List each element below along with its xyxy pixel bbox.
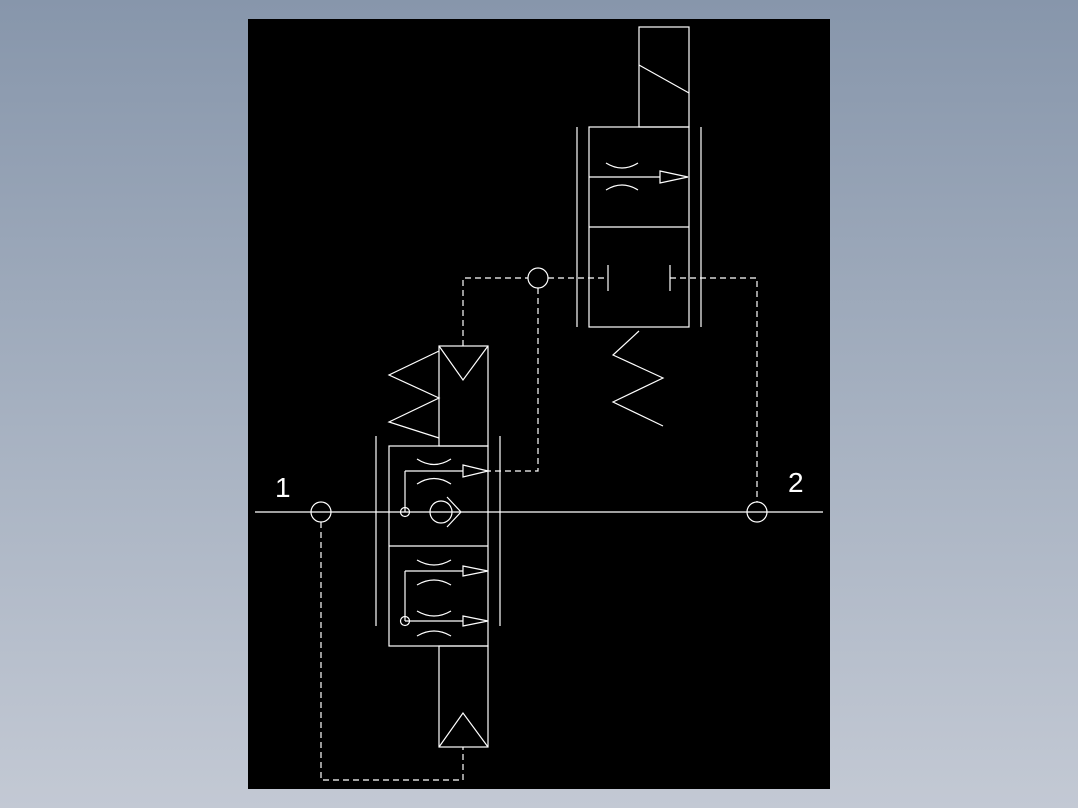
drawing-viewport: 1 2 <box>248 19 830 789</box>
arrow-head-lower <box>462 615 489 627</box>
orifice-lower-arc-top <box>416 610 452 617</box>
junction-dot-lower <box>399 615 411 627</box>
bottom-actuator-box <box>438 645 489 748</box>
port-2-label: 2 <box>788 467 804 498</box>
pilot-junction <box>527 267 549 289</box>
top-actuator-box <box>438 345 489 447</box>
main-valve-bottom-actuator <box>438 645 489 748</box>
pilot-line-to-port-2 <box>670 277 758 502</box>
top-actuator-triangle <box>438 345 489 382</box>
pilot-line-to-top-actuator <box>462 277 528 346</box>
hydraulic-schematic: 1 2 <box>255 26 823 781</box>
solenoid-diagonal <box>638 64 690 94</box>
junction-dot-upper <box>399 506 411 518</box>
pilot-lines <box>320 277 758 781</box>
orifice-mid-arc-bottom <box>416 579 452 586</box>
check-seat <box>446 496 462 528</box>
pilot-line-to-main-chamber <box>488 288 539 472</box>
orifice-upper-arc-bottom <box>416 477 452 485</box>
check-ball <box>429 500 453 524</box>
pilot-valve-spring <box>611 330 665 427</box>
arrow-head-upper <box>462 464 489 478</box>
bottom-actuator-triangle <box>438 711 489 748</box>
orifice-upper-arc-top <box>416 458 452 466</box>
arrow-head-mid <box>462 565 489 577</box>
pilot-line-from-port-1 <box>320 522 464 781</box>
main-valve-spring <box>387 350 441 439</box>
pilot-valve <box>576 126 702 328</box>
solenoid-box <box>638 26 690 128</box>
main-valve-top-actuator <box>387 345 489 447</box>
pilot-arrow-head <box>659 170 689 184</box>
port-1: 1 <box>275 472 332 523</box>
orifice-lower-arc-bottom <box>416 630 452 637</box>
pilot-orifice-arc-bottom <box>605 184 639 191</box>
port-2: 2 <box>746 467 804 523</box>
pilot-orifice-arc-top <box>605 162 639 169</box>
port-1-label: 1 <box>275 472 291 503</box>
orifice-mid-arc-top <box>416 559 452 566</box>
solenoid <box>638 26 690 128</box>
main-valve <box>375 436 501 647</box>
